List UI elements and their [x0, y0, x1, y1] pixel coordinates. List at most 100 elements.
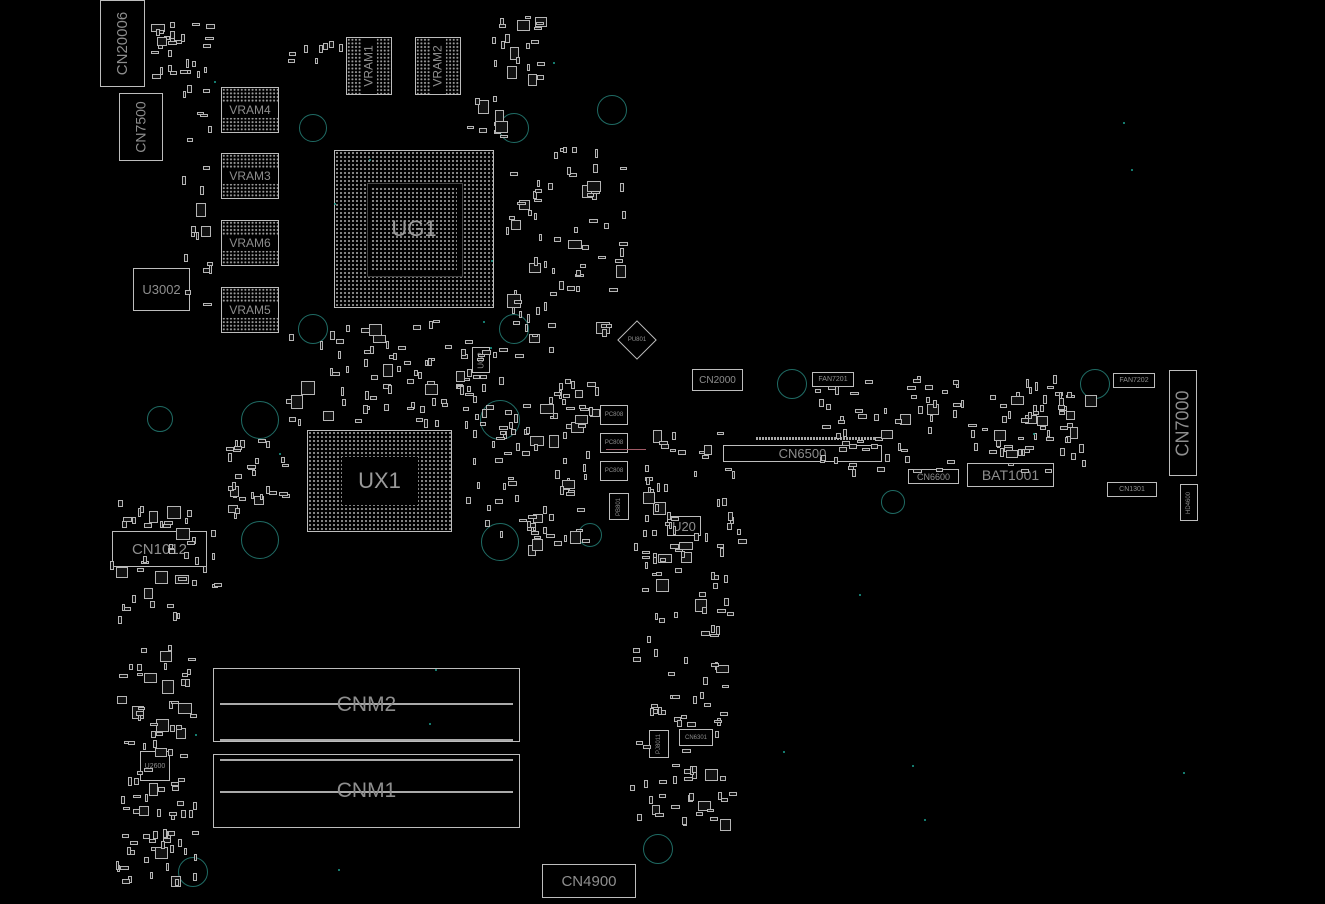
chip-u3002[interactable]: U3002: [133, 268, 190, 311]
component-label: HD4600: [1186, 491, 1193, 514]
smd-pad: [383, 364, 393, 377]
connector-cnm1[interactable]: CNM1: [213, 754, 520, 828]
connector-cn6301[interactable]: CN6301: [679, 729, 713, 746]
via: [214, 81, 216, 83]
chip-vram4[interactable]: VRAM4: [221, 87, 279, 133]
smd-pad: [183, 91, 186, 98]
smd-pad: [132, 517, 136, 524]
smd-pad: [710, 817, 718, 821]
smd-pad: [475, 414, 479, 420]
smd-pad: [653, 430, 662, 443]
smd-pad: [622, 211, 626, 219]
smd-pad: [320, 341, 323, 350]
smd-pad: [134, 778, 139, 785]
chip-pc808-3[interactable]: PC808: [600, 461, 628, 481]
smd-pad: [737, 529, 741, 535]
chip-vram3[interactable]: VRAM3: [221, 153, 279, 199]
smd-pad: [549, 435, 559, 448]
smd-pad: [684, 777, 693, 781]
chip-vram1[interactable]: VRAM1: [346, 37, 392, 95]
smd-pad: [1008, 463, 1014, 466]
smd-pad: [1040, 426, 1046, 430]
smd-pad: [534, 199, 542, 202]
connector-cn6500[interactable]: CN6500: [723, 445, 882, 462]
chip-pb801[interactable]: PB801: [609, 493, 629, 520]
chip-pc808-1[interactable]: PC808: [600, 405, 628, 425]
smd-pad: [656, 579, 669, 592]
connector-cn7500[interactable]: CN7500: [119, 93, 163, 161]
connector-cn4900[interactable]: CN4900: [542, 864, 636, 898]
smd-pad: [508, 477, 514, 480]
smd-pad: [477, 482, 480, 489]
smd-pad: [704, 445, 712, 455]
smd-pad: [185, 290, 191, 295]
smd-pad: [928, 427, 932, 434]
smd-pad: [336, 339, 344, 344]
smd-pad: [543, 506, 547, 514]
connector-cn2000[interactable]: CN2000: [692, 369, 743, 391]
smd-pad: [461, 349, 466, 356]
chip-vram6[interactable]: VRAM6: [221, 220, 279, 266]
smd-pad: [152, 74, 161, 79]
mounting-hole: [298, 314, 328, 344]
connector-fan7202[interactable]: FAN7202: [1113, 373, 1155, 388]
smd-pad: [637, 814, 642, 821]
smd-pad: [361, 328, 370, 333]
chip-u20[interactable]: U20: [667, 516, 701, 536]
chip-ug1-gpu[interactable]: UG1: [334, 150, 494, 308]
chip-pc808-2[interactable]: PC808: [600, 433, 628, 453]
connector-fan7201[interactable]: FAN7201: [812, 372, 854, 387]
connector-cn20006[interactable]: CN20006: [100, 0, 145, 87]
smd-pad: [182, 176, 186, 185]
smd-pad: [570, 531, 581, 544]
component-label: U20: [672, 518, 696, 534]
chip-ux1-cpu[interactable]: UX1: [307, 430, 452, 532]
smd-pad: [289, 417, 296, 422]
smd-pad: [694, 471, 697, 477]
smd-pad: [620, 183, 624, 192]
smd-pad: [251, 492, 254, 499]
smd-pad: [178, 703, 192, 714]
smd-pad: [121, 796, 125, 804]
chip-pu801[interactable]: PU801: [617, 320, 657, 360]
smd-pad: [525, 324, 528, 332]
smd-pad: [235, 474, 242, 479]
smd-pad: [510, 172, 518, 176]
smd-pad: [332, 372, 340, 376]
smd-pad: [177, 801, 184, 806]
smd-pad: [247, 465, 256, 469]
smd-pad: [560, 486, 564, 495]
mounting-hole: [597, 95, 627, 125]
connector-hd4600[interactable]: HD4600: [1180, 484, 1198, 521]
smd-pad: [200, 186, 204, 195]
smd-pad: [633, 648, 640, 653]
chip-ug2[interactable]: UG2: [472, 347, 490, 373]
chip-vram2[interactable]: VRAM2: [415, 37, 461, 95]
smd-pad: [584, 474, 587, 480]
smd-pad: [338, 351, 341, 359]
smd-pad: [186, 59, 189, 68]
smd-pad: [616, 265, 626, 278]
battery-connector-bat1001[interactable]: BAT1001: [967, 463, 1054, 487]
smd-pad: [149, 511, 158, 523]
smd-pad: [563, 432, 567, 439]
smd-pad: [1021, 469, 1029, 473]
smd-pad: [1059, 411, 1065, 415]
connector-cn1301[interactable]: CN1301: [1107, 482, 1157, 497]
chip-pj8011[interactable]: PJ8011: [649, 730, 669, 758]
smd-pad: [527, 521, 531, 528]
smd-pad: [298, 419, 301, 426]
smd-pad: [659, 618, 665, 623]
chip-vram5[interactable]: VRAM5: [221, 287, 279, 333]
smd-pad: [525, 16, 531, 19]
smd-pad: [1043, 395, 1047, 404]
connector-cnm2[interactable]: CNM2: [213, 668, 520, 742]
smd-pad: [1071, 453, 1076, 460]
connector-cn7000[interactable]: CN7000: [1169, 370, 1197, 476]
connector-cn6600[interactable]: CN6600: [908, 469, 959, 484]
trace-highlight: [606, 449, 646, 450]
smd-pad: [435, 420, 439, 427]
component-label: VRAM5: [222, 288, 278, 332]
smd-pad: [169, 812, 177, 816]
